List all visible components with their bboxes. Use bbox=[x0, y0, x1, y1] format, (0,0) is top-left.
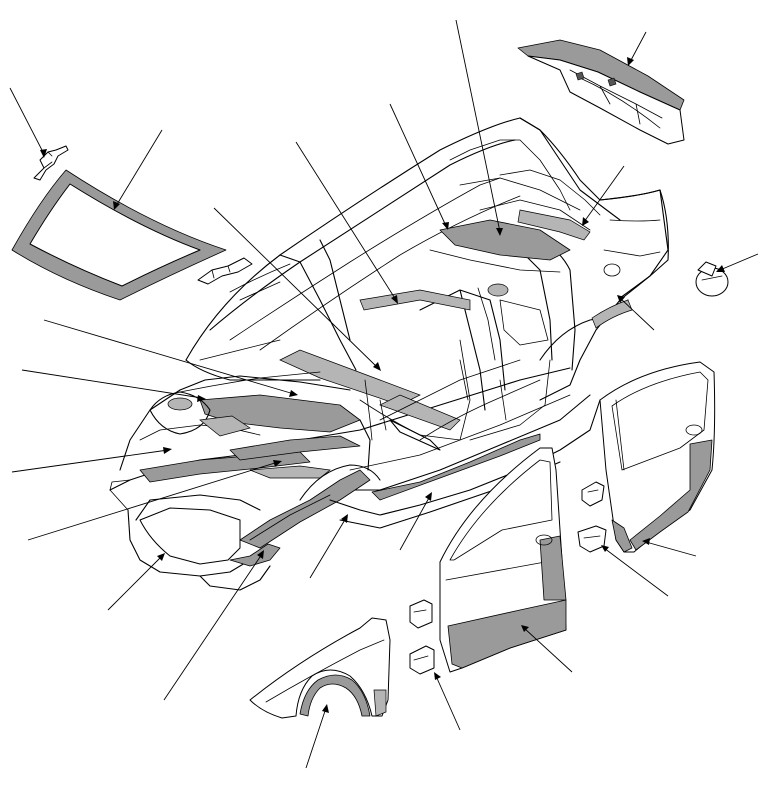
bracket-icon bbox=[197, 257, 253, 285]
front-door-icon bbox=[439, 447, 567, 673]
rear-door-icon bbox=[599, 361, 716, 553]
car-body-icon bbox=[109, 117, 669, 591]
fender-icon bbox=[249, 617, 391, 719]
leader-lines bbox=[9, 19, 759, 769]
fuel-door-icon bbox=[695, 261, 729, 297]
hinge-icon bbox=[577, 481, 607, 553]
windshield-icon bbox=[11, 169, 227, 301]
trunk-lid-icon bbox=[517, 39, 685, 145]
hinge-icon bbox=[409, 599, 435, 675]
hood-hinge-icon bbox=[33, 145, 69, 181]
